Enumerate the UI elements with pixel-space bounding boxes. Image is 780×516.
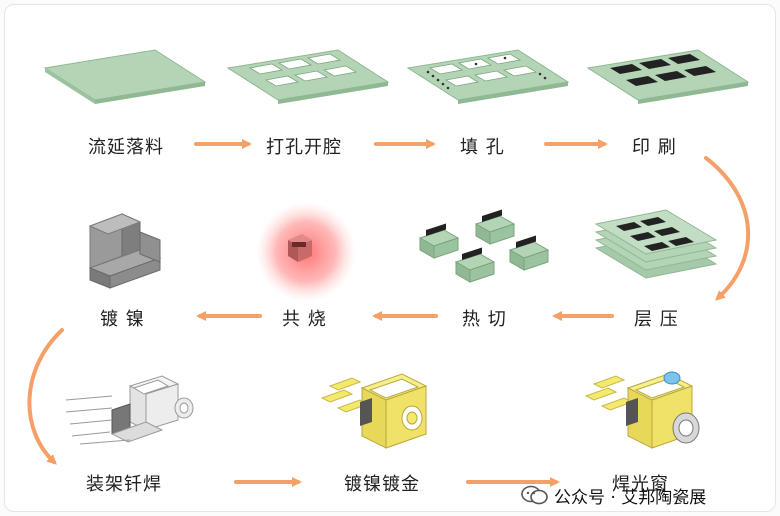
arrow-4-5 <box>704 156 750 301</box>
nickel-plated-part-illustration <box>88 213 162 289</box>
step-nickel-plating: 镀 镍 <box>100 309 145 330</box>
step-optical-window: 焊光窗 <box>612 474 669 495</box>
via-filled-sheet-illustration <box>406 49 570 104</box>
tape-blank-illustration <box>43 49 207 104</box>
gold-plated-package-illustration <box>320 373 428 449</box>
step-printing: 印 刷 <box>632 137 677 158</box>
step-ni-au-plating: 镀镍镀金 <box>344 474 420 495</box>
step-punch-cavity: 打孔开腔 <box>266 137 342 158</box>
step-tape-blanking: 流延落料 <box>88 137 164 158</box>
optical-window-package-illustration <box>584 371 700 449</box>
watermark-text: 公众号 · 艾邦陶瓷展 <box>554 487 707 508</box>
watermark: 公众号 · 艾邦陶瓷展 <box>520 482 772 508</box>
punched-sheet-illustration <box>226 49 390 104</box>
brazing-assembly-illustration <box>65 375 194 445</box>
step-cofire: 共 烧 <box>282 309 327 330</box>
laminated-stack-illustration <box>594 209 718 279</box>
step-hot-cut: 热 切 <box>462 309 507 330</box>
step-via-fill: 填 孔 <box>460 137 505 158</box>
step-lamination: 层 压 <box>634 309 679 330</box>
arrow-8-9 <box>27 328 64 465</box>
printed-sheet-illustration <box>586 49 750 104</box>
cofire-glow-illustration <box>256 202 356 302</box>
step-brazing: 装架钎焊 <box>86 474 162 495</box>
wechat-icon <box>521 485 548 505</box>
hot-cut-pieces-illustration <box>418 209 550 283</box>
